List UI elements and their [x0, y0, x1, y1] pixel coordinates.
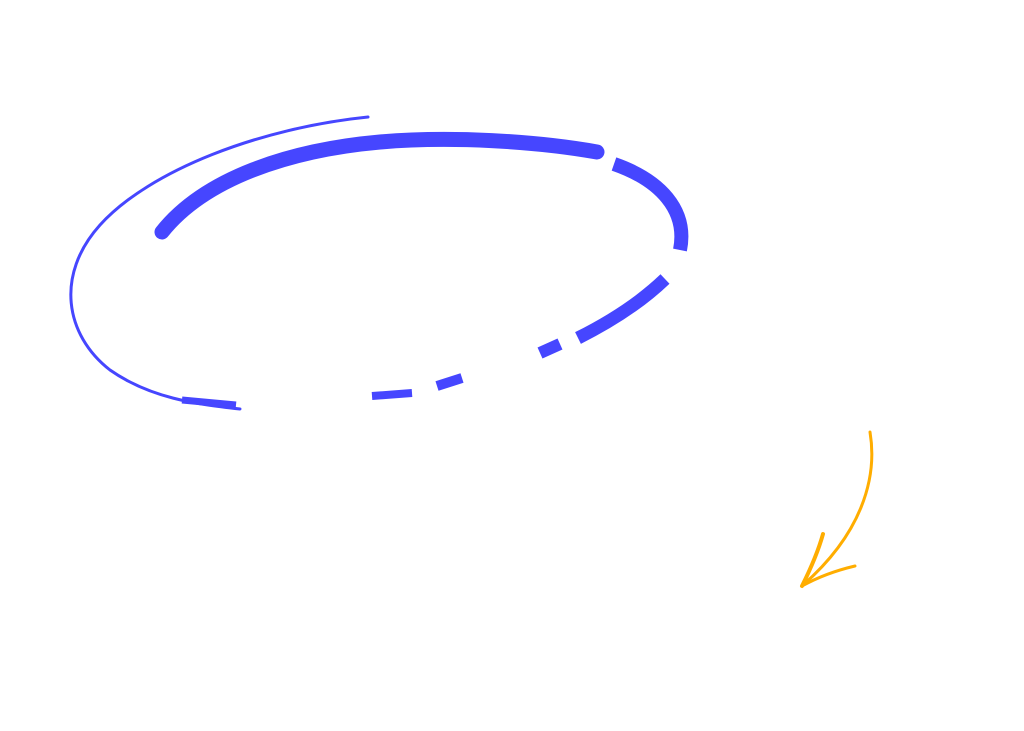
- ellipse-lower-right-arc: [575, 274, 670, 344]
- ellipse-bottom-dash-1: [537, 338, 563, 359]
- ellipse-upper-arc: [154, 131, 605, 240]
- arrow-head-left: [800, 532, 825, 588]
- ellipse-right-arc: [611, 157, 689, 252]
- arrow-head-right: [800, 564, 857, 588]
- hand-drawn-arrow: [800, 430, 874, 588]
- hand-drawn-ellipse: [69, 115, 689, 411]
- arrow-shaft: [801, 430, 874, 587]
- ellipse-bottom-dash-4: [181, 396, 237, 409]
- ellipse-bottom-dash-3: [371, 389, 413, 400]
- ellipse-bottom-dash-2: [435, 373, 464, 391]
- ellipse-outer-thin-stroke: [69, 115, 370, 411]
